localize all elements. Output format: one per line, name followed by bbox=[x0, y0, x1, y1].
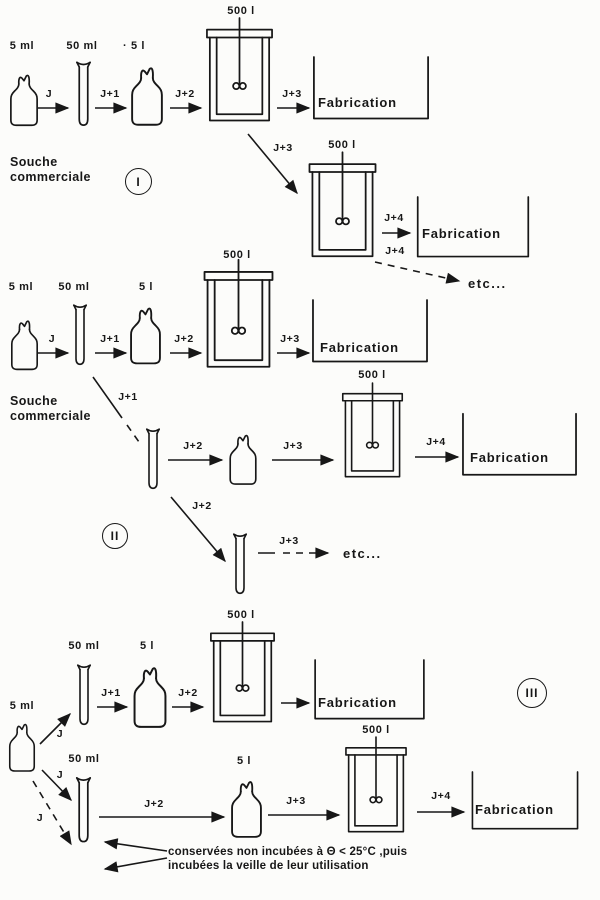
s3-arrow-j-down bbox=[41, 769, 72, 802]
s1-label-500l: 500 l bbox=[227, 5, 255, 17]
s3-tube2-50ml bbox=[75, 776, 92, 843]
s2-tank2-label: Fabrication bbox=[470, 450, 549, 465]
s1-label-5l: · 5 l bbox=[123, 40, 145, 52]
s1-numeral-badge: I bbox=[125, 168, 152, 195]
s3-note-arrow-upper bbox=[103, 838, 168, 852]
s3-step-j-down: J bbox=[56, 769, 64, 781]
s2-label2-500l: 500 l bbox=[358, 369, 386, 381]
s2-tube-50ml bbox=[72, 304, 88, 366]
s2-etc-label: etc... bbox=[343, 546, 382, 561]
s3-note-line1: conservées non incubées à Θ < 25°C ,puis bbox=[168, 846, 408, 858]
s2-source-line2: commerciale bbox=[10, 409, 91, 423]
s3-row2-step-j3: J+3 bbox=[286, 795, 306, 807]
s3-bottle2-5l bbox=[231, 781, 262, 838]
s3-label2-500l: 500 l bbox=[362, 724, 390, 736]
s1-branch-step-j3: J+3 bbox=[273, 142, 293, 154]
s2-branch-line-j1 bbox=[92, 376, 123, 419]
s1-dashed-arrow-etc bbox=[374, 261, 461, 284]
s1-source-line2: commerciale bbox=[10, 170, 91, 184]
s2-bottle-5l bbox=[130, 307, 161, 365]
s2-branch-arrow-j2 bbox=[170, 496, 226, 563]
s3-bottle-5ml bbox=[8, 723, 36, 772]
s3-note-line2: incubées la veille de leur utilisation bbox=[168, 860, 369, 872]
s3-step-j2: J+2 bbox=[178, 687, 198, 699]
s3-fermenter-500l bbox=[209, 621, 276, 723]
s1-etc-label: etc... bbox=[468, 276, 507, 291]
s1-bottle-5ml bbox=[9, 74, 39, 127]
s2-row3-step-j3: J+3 bbox=[279, 535, 299, 547]
s3-label-50ml: 50 ml bbox=[68, 640, 100, 652]
s3-arrow-j-up bbox=[39, 713, 71, 745]
s2-fermenter2-500l bbox=[341, 382, 404, 478]
s3-step-j-dashed: J bbox=[36, 812, 44, 824]
s1-step-j4b: J+4 bbox=[385, 245, 405, 257]
s2-step-j3: J+3 bbox=[280, 333, 300, 345]
s2-branch-step-j1: J+1 bbox=[118, 391, 138, 403]
s2-label-50ml: 50 ml bbox=[58, 281, 90, 293]
s1-step-j3: J+3 bbox=[282, 88, 302, 100]
s3-step-j-up: J bbox=[56, 728, 64, 740]
s3-label-5l: 5 l bbox=[139, 640, 155, 652]
s3-step-j1: J+1 bbox=[101, 687, 121, 699]
s3-tank-label: Fabrication bbox=[318, 695, 397, 710]
s2-bottle2 bbox=[229, 434, 257, 485]
s1-tank2-label: Fabrication bbox=[422, 226, 501, 241]
s1-fermenter-500l bbox=[206, 17, 273, 122]
s3-note-arrow-lower bbox=[103, 857, 168, 873]
s2-tube2 bbox=[145, 428, 161, 490]
s2-label-5l: 5 l bbox=[138, 281, 154, 293]
s1-step-j: J bbox=[45, 88, 53, 100]
s3-tank2-fabrication bbox=[471, 771, 579, 830]
s2-step-j2: J+2 bbox=[174, 333, 194, 345]
s2-label-500l: 500 l bbox=[223, 249, 251, 261]
s2-step-j: J bbox=[48, 333, 56, 345]
s1-step-j2: J+2 bbox=[175, 88, 195, 100]
s2-row2-step-j4: J+4 bbox=[426, 436, 446, 448]
s1-step-j4a: J+4 bbox=[384, 212, 404, 224]
s2-numeral-badge: II bbox=[102, 523, 128, 549]
s2-tank-label: Fabrication bbox=[320, 340, 399, 355]
s1-label-5ml: 5 ml bbox=[9, 40, 35, 52]
s3-label2-5l: 5 l bbox=[236, 755, 252, 767]
s1-source-line1: Souche bbox=[10, 155, 58, 169]
s2-tube3 bbox=[232, 533, 248, 595]
s3-label-5ml: 5 ml bbox=[9, 700, 35, 712]
s1-step-j1: J+1 bbox=[100, 88, 120, 100]
s2-branch-line-j1-dash bbox=[126, 424, 140, 443]
s3-fermenter2-500l bbox=[345, 736, 407, 833]
s2-label-5ml: 5 ml bbox=[8, 281, 34, 293]
s3-tube-50ml bbox=[76, 664, 92, 726]
s2-fermenter-500l bbox=[203, 258, 274, 368]
s2-tank2-fabrication bbox=[462, 412, 577, 476]
s2-row2-step-j2: J+2 bbox=[183, 440, 203, 452]
s2-branch-step-j2: J+2 bbox=[192, 500, 212, 512]
s2-row2-step-j3: J+3 bbox=[283, 440, 303, 452]
s1-tank-label: Fabrication bbox=[318, 95, 397, 110]
s1-bottle-5l bbox=[131, 67, 163, 126]
s2-step-j1: J+1 bbox=[100, 333, 120, 345]
s2-bottle-5ml bbox=[10, 320, 39, 371]
s3-bottle-5l bbox=[133, 667, 167, 728]
s1-label2-500l: 500 l bbox=[328, 139, 356, 151]
s3-row2-step-j2: J+2 bbox=[144, 798, 164, 810]
s3-row2-step-j4: J+4 bbox=[431, 790, 451, 802]
s1-label-50ml: 50 ml bbox=[66, 40, 98, 52]
s1-branch-arrow-j3 bbox=[247, 133, 298, 195]
s1-fermenter2-500l bbox=[308, 151, 377, 258]
s3-label-500l: 500 l bbox=[227, 609, 255, 621]
s2-source-line1: Souche bbox=[10, 394, 58, 408]
s3-numeral-badge: III bbox=[517, 678, 547, 708]
s3-label2-50ml: 50 ml bbox=[68, 753, 100, 765]
s1-tube-50ml bbox=[76, 61, 91, 127]
s3-tank2-label: Fabrication bbox=[475, 802, 554, 817]
